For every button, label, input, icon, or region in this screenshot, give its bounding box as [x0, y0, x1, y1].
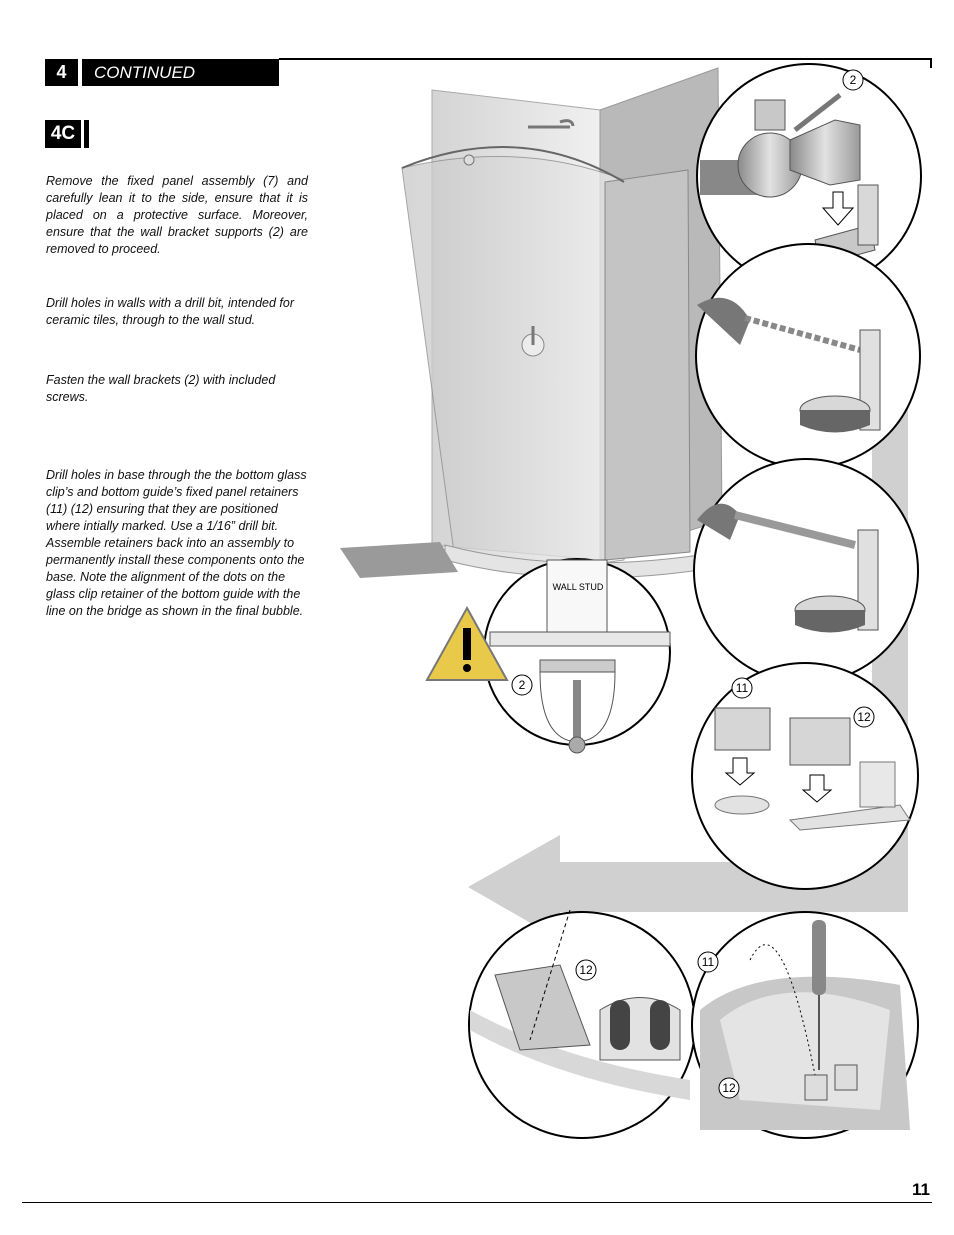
svg-text:11: 11 [736, 681, 749, 695]
svg-text:12: 12 [857, 710, 871, 724]
wall-stud-label: WALL STUD [553, 582, 604, 592]
instruction-2: Drill holes in walls with a drill bit, i… [46, 296, 295, 327]
instruction-3: Fasten the wall brackets (2) with includ… [46, 373, 276, 404]
drill-wall-bubble [695, 243, 921, 469]
svg-text:2: 2 [850, 73, 857, 87]
instruction-4: Drill holes in base through the the bott… [46, 468, 307, 618]
wall-stud-section-bubble: WALL STUD [483, 558, 671, 754]
alignment-detail-bubble [468, 909, 696, 1139]
substep-number: 4C [45, 120, 81, 148]
substep-tick [84, 120, 89, 148]
warning-icon [425, 605, 509, 681]
assembly-illustration: 2 WALL STUD 2 [340, 63, 922, 1139]
callout-2-top: 2 [842, 69, 864, 91]
step-title: CONTINUED [82, 59, 279, 86]
screw-wall-bubble [693, 458, 919, 684]
callout-12-a: 12 [853, 706, 875, 728]
bracket-detail-bubble [696, 63, 922, 289]
callout-11-a: 11 [731, 677, 753, 699]
flow-arrow [468, 300, 908, 940]
svg-text:12: 12 [722, 1081, 736, 1095]
callout-2-section: 2 [511, 674, 533, 696]
callout-12-c: 12 [718, 1077, 740, 1099]
svg-text:12: 12 [579, 963, 593, 977]
callout-12-b: 12 [575, 959, 597, 981]
header-rule [279, 58, 932, 60]
page-number: 11 [912, 1180, 930, 1199]
footer-rule [22, 1202, 932, 1203]
svg-text:11: 11 [702, 955, 715, 969]
shower-enclosure [340, 67, 723, 579]
header-rule-tick [930, 58, 932, 68]
callout-11-b: 11 [697, 951, 719, 973]
instruction-1: Remove the fixed panel assembly (7) and … [46, 174, 308, 256]
retainers-bubble [691, 662, 919, 890]
step-number: 4 [45, 59, 78, 86]
svg-text:2: 2 [519, 678, 526, 692]
drill-base-bubble [691, 911, 919, 1139]
